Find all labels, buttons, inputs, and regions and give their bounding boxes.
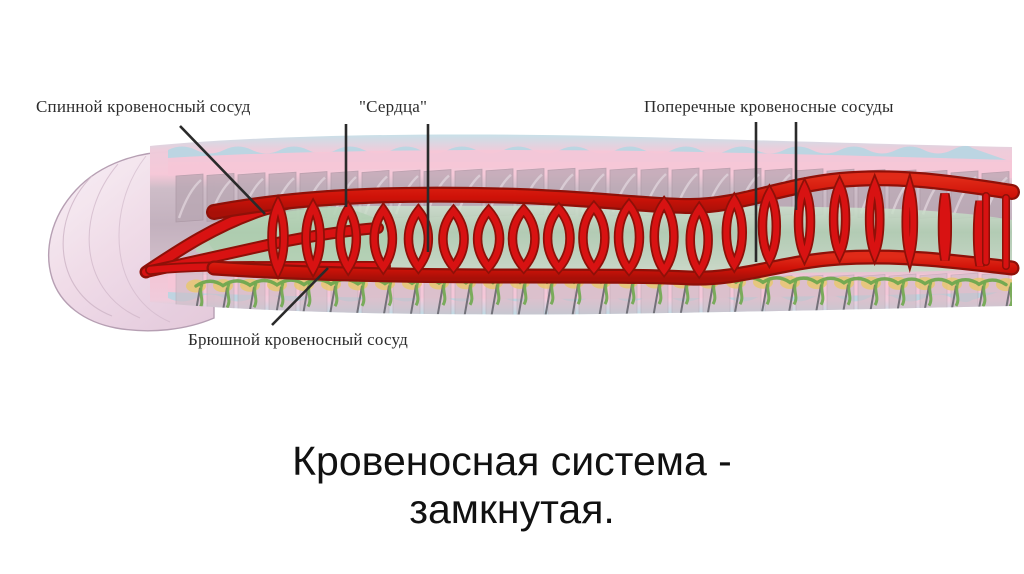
label-transverse-vessels: Поперечные кровеносные сосуды bbox=[644, 97, 894, 116]
lateral-hearts-rings bbox=[267, 170, 1010, 281]
ventral-blood-vessel bbox=[206, 249, 1020, 286]
label-ventral-vessel: Брюшной кровеносный сосуд bbox=[188, 330, 409, 349]
dorsal-blood-vessel bbox=[206, 170, 1020, 220]
caption-line-2: замкнутая. bbox=[409, 486, 615, 532]
label-dorsal-vessel: Спинной кровеносный сосуд bbox=[36, 97, 251, 116]
label-hearts: "Сердца" bbox=[359, 97, 428, 116]
leader-ventral-vessel bbox=[271, 267, 329, 326]
caption-line-1: Кровеносная система - bbox=[292, 438, 732, 484]
leader-dorsal-vessel bbox=[179, 125, 266, 215]
caption-block: Кровеносная система - замкнутая. bbox=[0, 437, 1024, 533]
leader-lines bbox=[179, 122, 798, 326]
blood-vessel-system bbox=[139, 170, 1020, 286]
